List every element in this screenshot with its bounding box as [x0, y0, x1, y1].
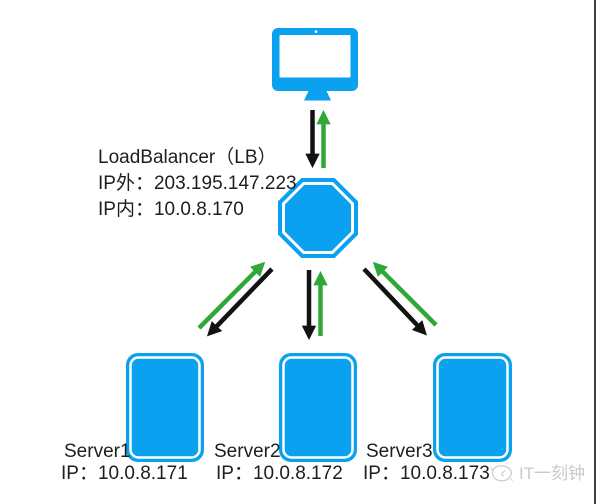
response-arrow-server3-to-lb: [372, 261, 438, 327]
lb-ip-internal: IP内：10.0.8.170: [98, 199, 244, 220]
server3-inner-ring: [436, 356, 509, 459]
server1-body: [126, 353, 204, 462]
server1-ip-label: IP：10.0.8.171: [61, 463, 188, 484]
server2-box: [279, 353, 357, 462]
server3-box: [433, 353, 512, 462]
load-balancer-octagon: [278, 178, 358, 258]
server1-box: [126, 353, 204, 462]
right-edge-line: [594, 0, 596, 504]
server1-inner-ring: [129, 356, 201, 459]
server2-inner-ring: [282, 356, 354, 459]
octagon-body: [278, 178, 358, 258]
watermark-text: IT一刻钟: [519, 463, 586, 483]
clock-doodle-icon: [489, 465, 514, 482]
server2-ip-label: IP：10.0.8.172: [216, 463, 343, 484]
monitor-camera-dot: [314, 30, 318, 33]
watermark: IT一刻钟: [488, 461, 585, 486]
load-balancer-text-block: LoadBalancer（LB） IP外：203.195.147.223 IP内…: [98, 145, 297, 223]
request-arrow-lb-to-server1: [206, 267, 274, 337]
monitor-stand: [304, 91, 331, 101]
lb-title: LoadBalancer（LB）: [98, 147, 277, 168]
response-arrow-server1-to-lb: [197, 261, 266, 330]
request-arrow-lb-to-server3: [362, 267, 427, 336]
server3-ip-label: IP：10.0.8.173: [363, 463, 490, 484]
server3-name-label: Server3: [366, 441, 433, 462]
monitor-icon: [272, 28, 358, 101]
lb-ip-external: IP外：203.195.147.223: [98, 173, 297, 194]
server3-body: [433, 353, 512, 462]
server2-body: [279, 353, 357, 462]
monitor-screen: [279, 35, 351, 78]
server2-name-label: Server2: [214, 441, 281, 462]
server1-name-label: Server1: [64, 441, 131, 462]
octagon-inner-ring: [282, 182, 354, 254]
